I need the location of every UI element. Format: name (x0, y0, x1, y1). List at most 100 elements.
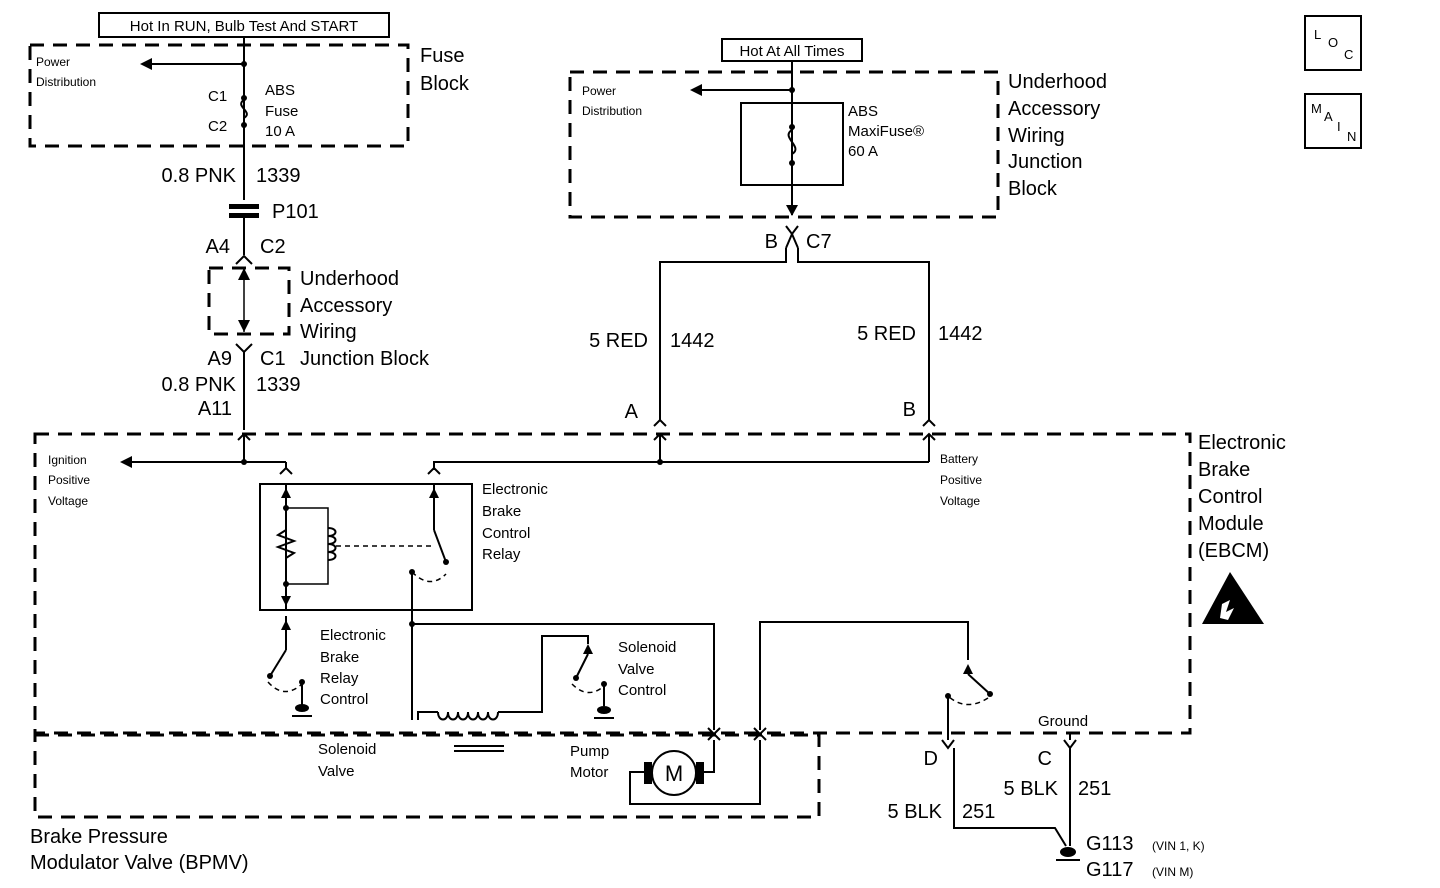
loc-letter-l: L (1314, 27, 1322, 42)
svg-text:Valve: Valve (318, 763, 354, 780)
svg-text:Modulator Valve (BPMV): Modulator Valve (BPMV) (30, 852, 249, 874)
svg-text:B: B (903, 399, 916, 421)
svg-text:Fuse: Fuse (420, 45, 464, 67)
maxifuse-box (740, 102, 844, 186)
loc-letter-o: O (1328, 35, 1339, 50)
svg-text:Accessory: Accessory (1008, 98, 1100, 120)
svg-text:G117: G117 (1086, 859, 1133, 881)
loc-letter-c: C (1344, 47, 1354, 62)
svg-text:D: D (924, 748, 938, 770)
svg-text:M: M (665, 761, 683, 786)
svg-text:5 RED: 5 RED (857, 323, 916, 345)
pump-motor-icon (651, 750, 697, 796)
svg-text:Relay: Relay (320, 670, 359, 687)
svg-text:(EBCM): (EBCM) (1198, 540, 1269, 562)
svg-text:Solenoid: Solenoid (618, 639, 676, 656)
svg-text:Junction: Junction (1008, 151, 1083, 173)
main-button[interactable]: M A I N (1304, 93, 1362, 149)
svg-text:Control: Control (320, 691, 368, 708)
resistor-icon (275, 529, 297, 559)
svg-text:Motor: Motor (570, 764, 608, 781)
svg-text:1442: 1442 (670, 330, 715, 352)
svg-text:Control: Control (618, 682, 666, 699)
arrow-left-icon (140, 58, 152, 70)
svg-text:A: A (625, 401, 639, 423)
esd-warning-icon (1202, 572, 1264, 624)
svg-text:Wiring: Wiring (300, 321, 357, 343)
svg-text:10 A: 10 A (265, 123, 295, 140)
svg-text:C: C (1038, 748, 1052, 770)
svg-text:Voltage: Voltage (940, 494, 980, 508)
svg-text:Electronic: Electronic (482, 481, 548, 498)
svg-text:Power: Power (582, 84, 616, 98)
svg-text:Wiring: Wiring (1008, 125, 1065, 147)
relay-box (259, 483, 473, 611)
svg-text:Electronic: Electronic (1198, 432, 1286, 454)
svg-text:C1: C1 (208, 88, 227, 105)
fuse-icon (240, 99, 248, 123)
svg-text:251: 251 (1078, 778, 1111, 800)
bpmv-outline (33, 733, 821, 819)
svg-text:1339: 1339 (256, 374, 301, 396)
svg-text:C2: C2 (260, 236, 286, 258)
svg-text:1339: 1339 (256, 165, 301, 187)
svg-text:5 BLK: 5 BLK (888, 801, 943, 823)
coil-icon (327, 527, 337, 561)
svg-text:1442: 1442 (938, 323, 983, 345)
svg-text:Voltage: Voltage (48, 494, 88, 508)
svg-text:Brake: Brake (1198, 459, 1250, 481)
svg-text:Control: Control (482, 525, 530, 542)
svg-text:A11: A11 (198, 398, 232, 420)
svg-text:Underhood: Underhood (1008, 71, 1107, 93)
svg-text:Junction Block: Junction Block (300, 348, 430, 370)
loc-button[interactable]: L O C (1304, 15, 1362, 71)
chassis-ground-icon (1060, 847, 1076, 857)
main-letter-n: N (1347, 129, 1357, 144)
main-letter-a: A (1324, 109, 1333, 124)
svg-text:Positive: Positive (48, 473, 90, 487)
svg-text:Pump: Pump (570, 743, 609, 760)
svg-text:0.8 PNK: 0.8 PNK (162, 165, 237, 187)
ebcm-outline (33, 432, 1192, 735)
svg-text:Block: Block (1008, 178, 1058, 200)
svg-text:Distribution: Distribution (36, 75, 96, 89)
svg-text:(VIN 1, K): (VIN 1, K) (1152, 839, 1205, 853)
uajb-right-outline (568, 70, 1000, 219)
svg-text:60 A: 60 A (848, 143, 878, 160)
svg-text:Battery: Battery (940, 452, 978, 466)
svg-text:A4: A4 (206, 236, 230, 258)
svg-text:5 BLK: 5 BLK (1004, 778, 1059, 800)
ground-icon (295, 704, 309, 712)
svg-text:0.8 PNK: 0.8 PNK (162, 374, 237, 396)
svg-text:(VIN M): (VIN M) (1152, 865, 1193, 879)
svg-text:Brake Pressure: Brake Pressure (30, 826, 168, 848)
svg-text:ABS: ABS (848, 103, 878, 120)
svg-text:Power: Power (36, 55, 70, 69)
svg-text:P101: P101 (272, 201, 319, 223)
uajb-left-outline (207, 266, 291, 336)
svg-text:ABS: ABS (265, 82, 295, 99)
svg-text:5 RED: 5 RED (589, 330, 648, 352)
svg-text:A9: A9 (208, 348, 232, 370)
svg-text:Positive: Positive (940, 473, 982, 487)
svg-text:C2: C2 (208, 118, 227, 135)
hot-run-label: Hot In RUN, Bulb Test And START (98, 12, 390, 38)
svg-text:C7: C7 (806, 231, 832, 253)
svg-text:Solenoid: Solenoid (318, 741, 376, 758)
svg-text:Block: Block (420, 73, 470, 95)
svg-text:Hot In RUN, Bulb Test And STAR: Hot In RUN, Bulb Test And START (130, 18, 358, 35)
main-letter-i: I (1337, 119, 1341, 134)
solenoid-coil-icon (437, 711, 499, 721)
svg-text:Hot At All Times: Hot At All Times (739, 43, 844, 60)
svg-text:Module: Module (1198, 513, 1264, 535)
svg-text:Distribution: Distribution (582, 104, 642, 118)
svg-text:Ground: Ground (1038, 713, 1088, 730)
maxifuse-icon (787, 129, 797, 161)
svg-text:Ignition: Ignition (48, 453, 87, 467)
svg-text:C1: C1 (260, 348, 286, 370)
svg-text:Underhood: Underhood (300, 268, 399, 290)
svg-text:251: 251 (962, 801, 995, 823)
svg-text:Control: Control (1198, 486, 1262, 508)
main-letter-m: M (1311, 101, 1322, 116)
